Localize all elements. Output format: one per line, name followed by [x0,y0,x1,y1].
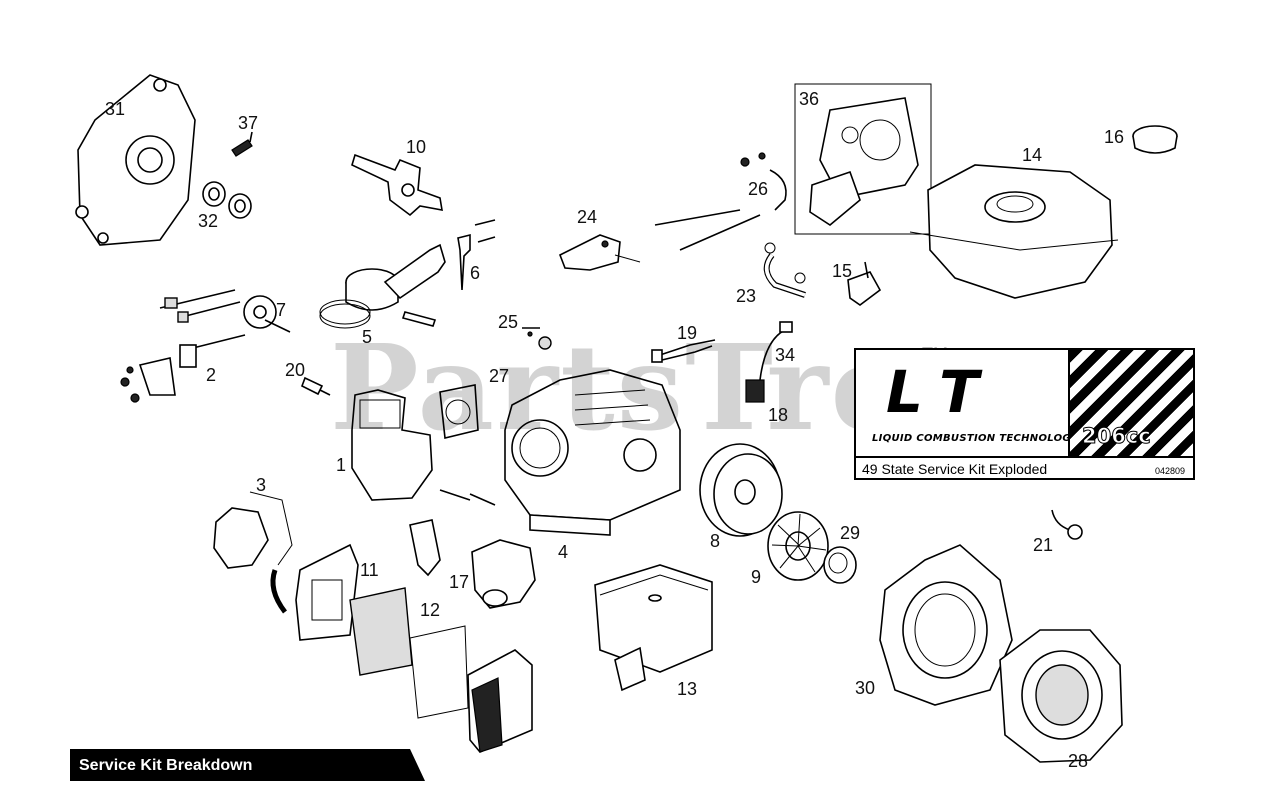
callout-31[interactable]: 31 [105,99,126,119]
kit-title: 49 State Service Kit Exploded [862,461,1048,477]
part-wire-harness [651,339,716,363]
part-engine-block [504,369,681,536]
callout-34[interactable]: 34 [775,345,796,365]
callout-15[interactable]: 15 [832,261,853,281]
callout-14[interactable]: 14 [1022,145,1043,165]
part-valve-train [120,289,246,403]
callout-25[interactable]: 25 [498,312,519,332]
part-stud [522,327,552,350]
part-cam-gear [243,295,291,333]
part-starter-cup [823,546,857,584]
callout-4[interactable]: 4 [558,542,569,562]
lct-logo-mark: L T [886,358,979,426]
callout-11[interactable]: 11 [360,560,379,580]
callout-2[interactable]: 2 [206,365,217,385]
logo-brand-area: L T LIQUID COMBUSTION TECHNOLOGY [856,350,1078,456]
banner-shape [70,749,425,781]
part-crankcase-cover [75,74,196,246]
part-air-filter-base [295,543,359,641]
callout-20[interactable]: 20 [285,360,306,380]
callout-8[interactable]: 8 [710,531,721,551]
callout-37[interactable]: 37 [238,113,259,133]
callout-30[interactable]: 30 [855,678,876,698]
part-gasket-set [794,83,932,235]
part-bolts [457,219,496,291]
part-fuel-hose [763,242,806,298]
part-filter-gasket [409,625,469,719]
part-throttle-bracket [558,234,641,271]
callout-5[interactable]: 5 [362,327,373,347]
callout-1[interactable]: 1 [336,455,347,475]
lct-logo-panel: L T LIQUID COMBUSTION TECHNOLOGY 206cc 4… [854,348,1195,480]
part-recoil-starter [999,629,1123,763]
logo-header: L T LIQUID COMBUSTION TECHNOLOGY 206cc [856,350,1193,458]
part-piston [319,243,446,329]
engine-model-badge: 206cc [1082,424,1152,449]
logo-stripes [1070,350,1193,456]
part-spark-plug [300,376,331,396]
part-flywheel [699,443,783,537]
part-bearings [202,181,252,219]
part-muffler [594,564,713,692]
callout-29[interactable]: 29 [840,523,861,543]
lct-logo-subtitle: LIQUID COMBUSTION TECHNOLOGY [872,433,1079,444]
callout-6[interactable]: 6 [470,263,481,283]
part-ignition-coil [745,321,793,403]
diagram-code: 042809 [1154,466,1185,476]
part-fan [767,511,829,581]
part-fuel-tank [909,164,1119,299]
callout-19[interactable]: 19 [677,323,698,343]
part-fuel-cap [1132,125,1178,154]
part-air-filter [349,587,413,676]
part-air-filter-cover [467,649,533,753]
callout-28[interactable]: 28 [1068,751,1089,771]
callout-13[interactable]: 13 [677,679,698,699]
callout-26[interactable]: 26 [748,179,769,199]
part-air-cleaner-cover [213,491,293,614]
callout-24[interactable]: 24 [577,207,598,227]
callout-7[interactable]: 7 [276,300,287,320]
part-blower-housing [879,544,1013,706]
callout-10[interactable]: 10 [406,137,427,157]
callout-12[interactable]: 12 [420,600,441,620]
banner-title: Service Kit Breakdown [79,757,253,774]
callout-32[interactable]: 32 [198,211,219,231]
service-kit-banner: Service Kit Breakdown [70,749,425,781]
callout-27[interactable]: 27 [489,366,510,386]
callout-16[interactable]: 16 [1104,127,1125,147]
callout-17[interactable]: 17 [449,572,470,592]
callout-3[interactable]: 3 [256,475,267,495]
callout-9[interactable]: 9 [751,567,762,587]
callout-21[interactable]: 21 [1033,535,1054,555]
part-plug [231,131,253,157]
part-governor-links [654,152,787,251]
part-stop-switch [1051,509,1083,540]
callout-18[interactable]: 18 [768,405,789,425]
part-cylinder-head [351,384,496,506]
part-fuel-valve [847,261,882,306]
part-carburetor [409,519,536,609]
part-crankshaft [351,153,443,217]
callout-36[interactable]: 36 [799,89,820,109]
callout-23[interactable]: 23 [736,286,757,306]
